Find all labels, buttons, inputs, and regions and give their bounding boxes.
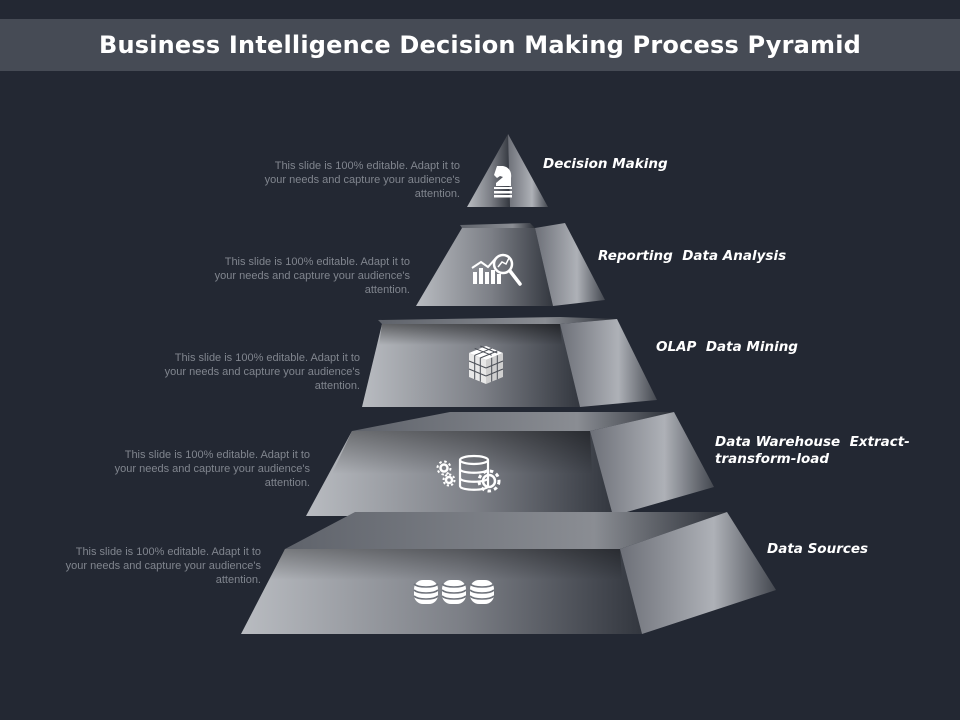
title-bar: Business Intelligence Decision Making Pr… (0, 19, 960, 71)
pyramid-tier-4 (306, 412, 714, 516)
level-2-label: Reporting Data Analysis (598, 248, 787, 264)
pyramid-tier-5 (241, 512, 776, 634)
level-3-label: OLAP Data Mining (656, 339, 798, 355)
page-title: Business Intelligence Decision Making Pr… (98, 31, 862, 59)
pyramid-tier-3 (362, 317, 657, 407)
pyramid-tier-1 (467, 134, 548, 207)
level-3-description: This slide is 100% editable. Adapt it to… (164, 352, 360, 392)
chart-magnifier-icon (471, 253, 522, 286)
level-1-description: This slide is 100% editable. Adapt it to… (264, 160, 460, 200)
gears-database-icon (436, 454, 501, 493)
chess-knight-icon (494, 166, 512, 198)
level-4-description: This slide is 100% editable. Adapt it to… (114, 449, 310, 489)
level-1-label: Decision Making (543, 156, 668, 172)
level-4-label: Data Warehouse Extract-transform-load (715, 434, 910, 467)
databases-icon (413, 580, 495, 604)
cube-icon (468, 345, 504, 384)
level-2-description: This slide is 100% editable. Adapt it to… (214, 256, 410, 296)
pyramid-tier-2 (416, 223, 605, 306)
level-5-label: Data Sources (767, 541, 869, 557)
level-5-description: This slide is 100% editable. Adapt it to… (65, 546, 261, 586)
